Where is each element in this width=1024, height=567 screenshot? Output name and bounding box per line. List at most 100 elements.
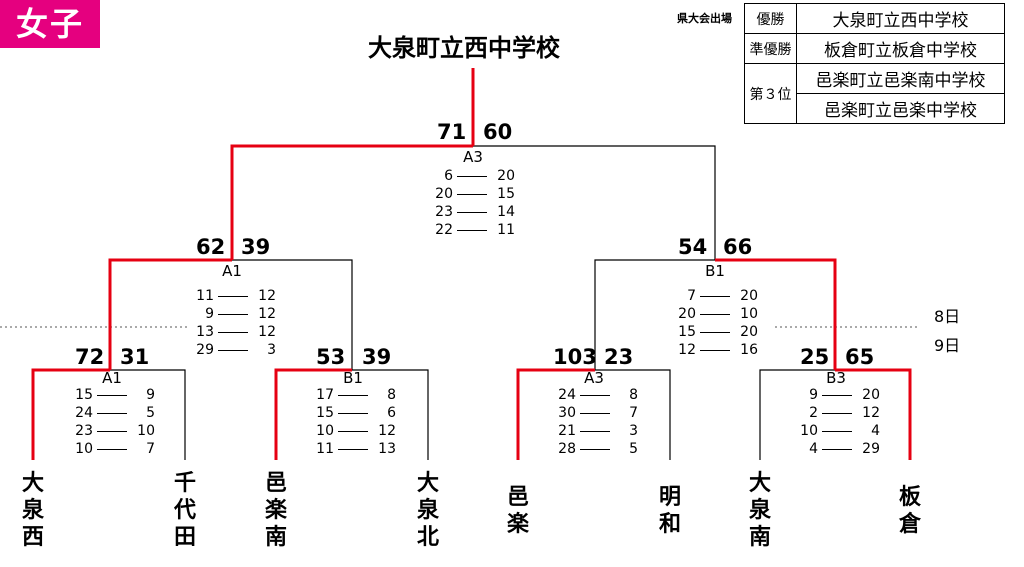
set-score-right: 11: [497, 222, 515, 238]
results-row: 第３位 邑楽町立邑楽南中学校: [744, 63, 1005, 124]
score-right: 60: [483, 120, 513, 144]
champion-title: 大泉町立西中学校: [368, 34, 560, 62]
court-label: A1: [102, 369, 122, 387]
final-loser-line: [473, 145, 716, 260]
set-score-left: 15: [316, 405, 334, 421]
school-name: 邑楽町立邑楽中学校: [796, 93, 1005, 124]
set-row: 11 13: [306, 440, 396, 458]
set-score-right: 20: [740, 288, 758, 304]
set-score-left: 22: [435, 222, 453, 238]
set-score-left: 20: [435, 186, 453, 202]
set-score-right: 6: [387, 405, 396, 421]
set-score-right: 3: [267, 342, 276, 358]
court-label: A3: [584, 369, 604, 387]
set-score-right: 5: [629, 441, 638, 457]
set-score-right: 4: [871, 423, 880, 439]
set-score-left: 15: [678, 324, 696, 340]
category-badge: 女子: [0, 0, 100, 48]
results-row: 準優勝 板倉町立板倉中学校: [744, 33, 1005, 64]
set-score-left: 24: [558, 387, 576, 403]
set-score-right: 12: [862, 405, 880, 421]
score-left: 53: [316, 345, 346, 369]
semi-2-winner-line: [715, 258, 837, 370]
court-label: B1: [705, 262, 725, 280]
set-score-left: 28: [558, 441, 576, 457]
set-row: 11 12: [186, 287, 276, 305]
semi-1-winner-line: [108, 258, 232, 370]
set-score-right: 12: [378, 423, 396, 439]
set-score-right: 29: [862, 441, 880, 457]
r1-1-winner-line: [31, 368, 110, 460]
set-score-right: 20: [740, 324, 758, 340]
score-right: 66: [723, 235, 753, 259]
set-score-left: 11: [196, 288, 214, 304]
set-score-left: 11: [316, 441, 334, 457]
score-left: 25: [800, 345, 830, 369]
set-score-left: 2: [809, 405, 818, 421]
score-right: 23: [604, 345, 634, 369]
score-right: 39: [362, 345, 392, 369]
court-label: A3: [463, 148, 483, 166]
r1-2-winner-line: [274, 368, 352, 460]
semi-2-loser-line: [594, 259, 715, 370]
set-score-right: 9: [146, 387, 155, 403]
school-name: 大泉町立西中学校: [796, 3, 1005, 34]
semi-1-loser-line: [232, 259, 353, 370]
results-caption: 県大会出場: [677, 12, 732, 25]
set-score-left: 12: [678, 342, 696, 358]
set-row: 2 12: [790, 404, 880, 422]
set-score-left: 29: [196, 342, 214, 358]
set-score-left: 13: [196, 324, 214, 340]
set-score-right: 12: [258, 306, 276, 322]
set-score-left: 24: [75, 405, 93, 421]
set-row: 21 3: [548, 422, 638, 440]
score-right: 65: [845, 345, 875, 369]
set-score-left: 21: [558, 423, 576, 439]
set-score-left: 20: [678, 306, 696, 322]
court-label: A1: [222, 262, 242, 280]
set-score-left: 17: [316, 387, 334, 403]
score-left: 71: [437, 120, 467, 144]
set-score-left: 7: [687, 288, 696, 304]
set-score-right: 3: [629, 423, 638, 439]
set-score-right: 20: [497, 168, 515, 184]
set-score-left: 9: [809, 387, 818, 403]
set-row: 15 9: [65, 386, 155, 404]
team-name: 千 代 田: [173, 471, 196, 550]
r1-2-loser-line: [352, 369, 429, 460]
set-score-right: 7: [146, 441, 155, 457]
set-score-left: 15: [75, 387, 93, 403]
set-row: 13 12: [186, 323, 276, 341]
set-score-right: 12: [258, 288, 276, 304]
set-score-right: 13: [378, 441, 396, 457]
rank-label: 第３位: [744, 63, 797, 124]
rank-label: 準優勝: [744, 33, 797, 64]
rank-label: 優勝: [744, 3, 797, 34]
set-score-right: 14: [497, 204, 515, 220]
final-winner-line: [230, 144, 473, 260]
set-score-left: 10: [75, 441, 93, 457]
team-name: 大 泉 西: [21, 471, 44, 550]
set-score-right: 12: [258, 324, 276, 340]
score-left: 103: [553, 345, 597, 369]
set-row: 29 3: [186, 341, 276, 359]
court-label: B1: [343, 369, 363, 387]
set-score-left: 30: [558, 405, 576, 421]
score-left: 54: [678, 235, 708, 259]
r1-3-loser-line: [595, 369, 671, 460]
